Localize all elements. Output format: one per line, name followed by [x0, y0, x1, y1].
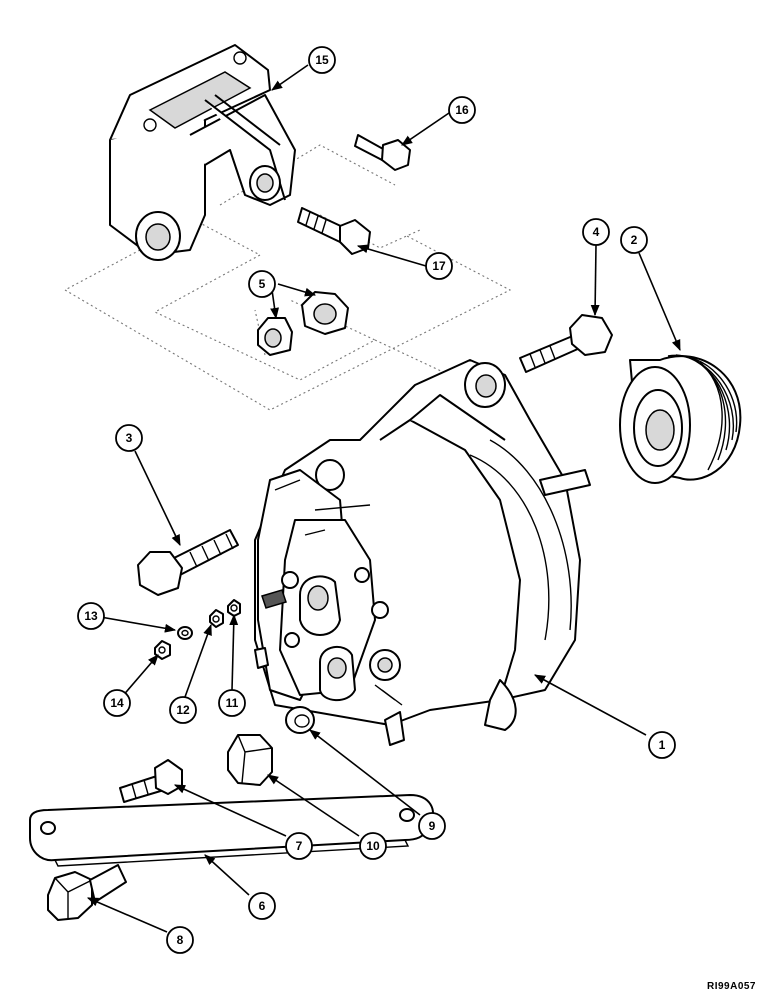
- callout-5: 5: [248, 270, 276, 298]
- callout-label: 6: [259, 899, 266, 913]
- callout-11: 11: [218, 689, 246, 717]
- callout-label: 15: [315, 53, 329, 67]
- callout-17: 17: [425, 252, 453, 280]
- callout-label: 1: [659, 738, 666, 752]
- callout-label: 2: [631, 233, 638, 247]
- bolt-7: [119, 759, 183, 803]
- mounting-bracket: [109, 44, 296, 261]
- phantom-alignment-lines: [63, 144, 512, 411]
- callout-3: 3: [115, 424, 143, 452]
- pulley: [619, 354, 742, 484]
- callout-label: 5: [259, 277, 266, 291]
- callout-label: 11: [226, 696, 239, 710]
- bolt-8: [47, 864, 127, 921]
- callout-16: 16: [448, 96, 476, 124]
- bolt-4: [519, 314, 613, 373]
- callout-label: 3: [126, 431, 133, 445]
- callout-9: 9: [418, 812, 446, 840]
- alternator: [254, 359, 591, 746]
- callout-label: 7: [296, 839, 303, 853]
- callout-label: 12: [176, 703, 190, 717]
- callout-label: 10: [366, 839, 380, 853]
- washer-9: [285, 706, 315, 734]
- callout-label: 16: [455, 103, 469, 117]
- bolt-16: [354, 134, 411, 171]
- figure-code: RI99A057: [706, 981, 756, 992]
- callout-8: 8: [166, 926, 194, 954]
- small-nuts-washers: [154, 599, 241, 660]
- callout-14: 14: [103, 689, 131, 717]
- callout-12: 12: [169, 696, 197, 724]
- callout-1: 1: [648, 731, 676, 759]
- callout-10: 10: [359, 832, 387, 860]
- nuts-5: [257, 291, 349, 356]
- callout-15: 15: [308, 46, 336, 74]
- callout-6: 6: [248, 892, 276, 920]
- bolt-3: [137, 529, 239, 596]
- callout-label: 14: [110, 696, 124, 710]
- nut-10: [227, 734, 273, 786]
- callout-label: 13: [84, 609, 98, 623]
- callout-label: 8: [177, 933, 184, 947]
- callout-label: 4: [593, 225, 600, 239]
- callout-13: 13: [77, 602, 105, 630]
- callout-label: 17: [432, 259, 446, 273]
- callout-2: 2: [620, 226, 648, 254]
- callout-4: 4: [582, 218, 610, 246]
- callout-label: 9: [429, 819, 436, 833]
- callout-7: 7: [285, 832, 313, 860]
